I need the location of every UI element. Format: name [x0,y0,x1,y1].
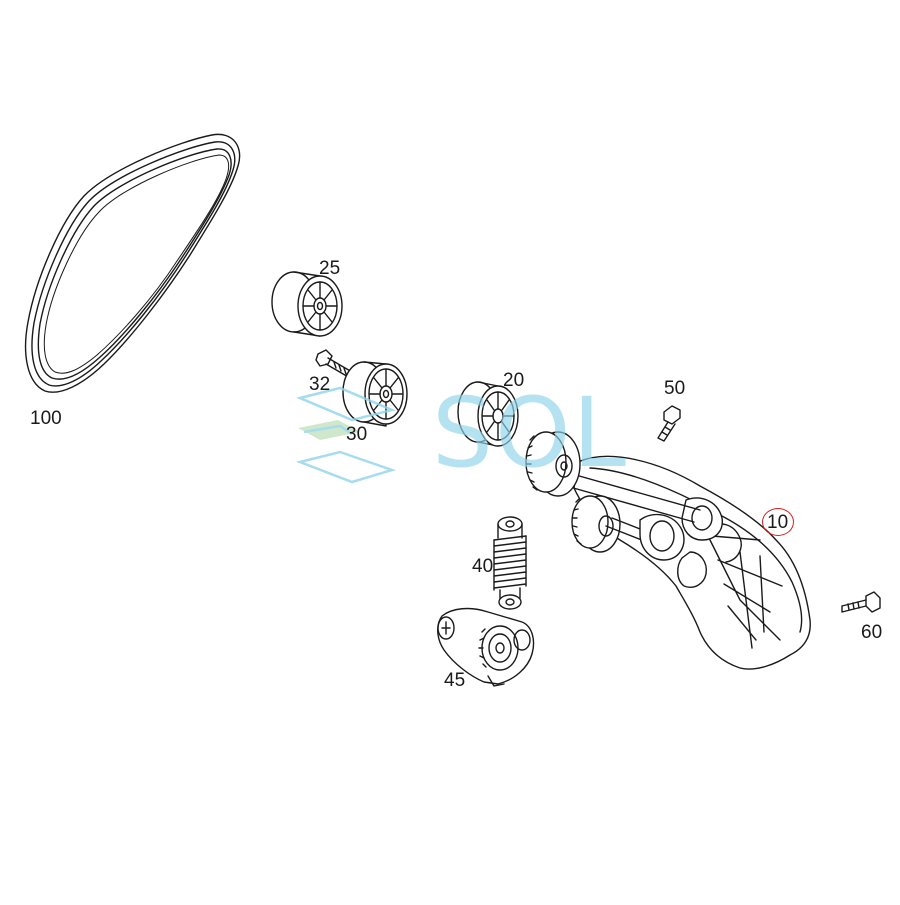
serpentine-belt [24,133,241,393]
sol-logo-icon [295,386,397,484]
idler-pulley-upper [271,271,343,337]
callout-100: 100 [30,408,62,429]
watermark-text: SOL [432,377,628,489]
bolt-top [657,405,681,442]
tensioner-pulley [457,381,519,447]
callout-50: 50 [664,378,686,399]
tensioner-assembly [525,431,811,670]
callout-25: 25 [319,258,341,279]
callout-40: 40 [472,556,494,577]
callout-20: 20 [503,370,525,391]
callout-30: 30 [346,424,368,445]
bolt-side [841,591,881,613]
callout-10: 10 [767,512,789,533]
tensioner-base [437,607,535,687]
callout-32: 32 [309,374,331,395]
callout-60: 60 [861,622,883,643]
highlight-circle [762,508,794,536]
callout-45: 45 [444,670,466,691]
damper [493,516,527,610]
idler-pulley-lower [342,361,408,427]
